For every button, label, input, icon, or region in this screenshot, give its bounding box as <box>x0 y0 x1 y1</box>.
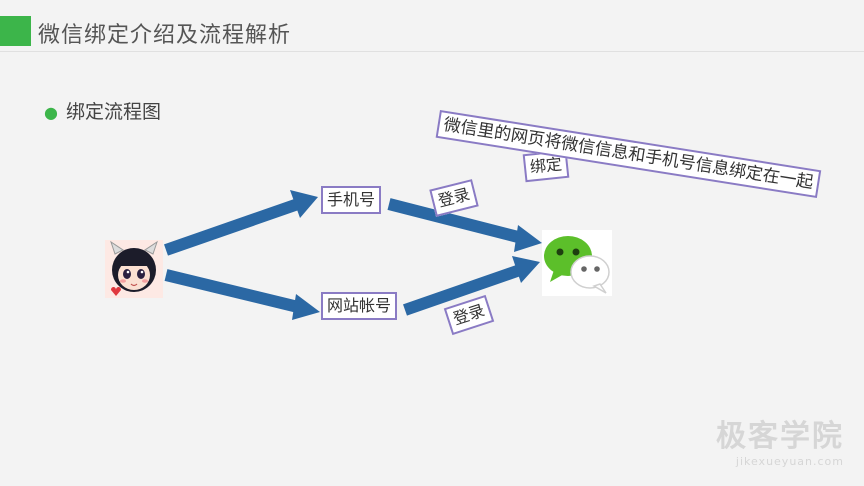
arrow-website-to-wechat-head <box>512 256 540 283</box>
arrow-phone-to-wechat-head <box>514 225 542 252</box>
watermark-sub: jikexueyuan.com <box>735 455 844 468</box>
wechat-logo-icon <box>542 230 612 296</box>
bullet-item: ● 绑定流程图 <box>44 97 161 124</box>
arrow-user-to-phone-head <box>290 190 318 218</box>
page-title: 微信绑定介绍及流程解析 <box>38 23 292 48</box>
watermark-main: 极客学院 <box>716 419 844 454</box>
arrow-user-to-website <box>164 269 300 313</box>
bullet-text: 绑定流程图 <box>65 101 161 123</box>
watermark-logo: 极客学院 jikexueyuan.com <box>716 411 844 468</box>
arrow-user-to-website-head <box>292 294 320 320</box>
bullet-dot-icon: ● <box>44 103 58 122</box>
arrow-phone-to-wechat <box>387 198 524 244</box>
node-website-account: 网站帐号 <box>321 292 398 320</box>
node-phone: 手机号 <box>321 186 382 214</box>
title-divider <box>0 51 864 52</box>
title-bar: 微信绑定介绍及流程解析 <box>0 14 864 52</box>
arrow-user-to-phone <box>164 198 300 256</box>
title-accent-block <box>0 16 31 46</box>
arrow-website-to-wechat <box>403 264 522 316</box>
user-avatar <box>105 240 163 298</box>
